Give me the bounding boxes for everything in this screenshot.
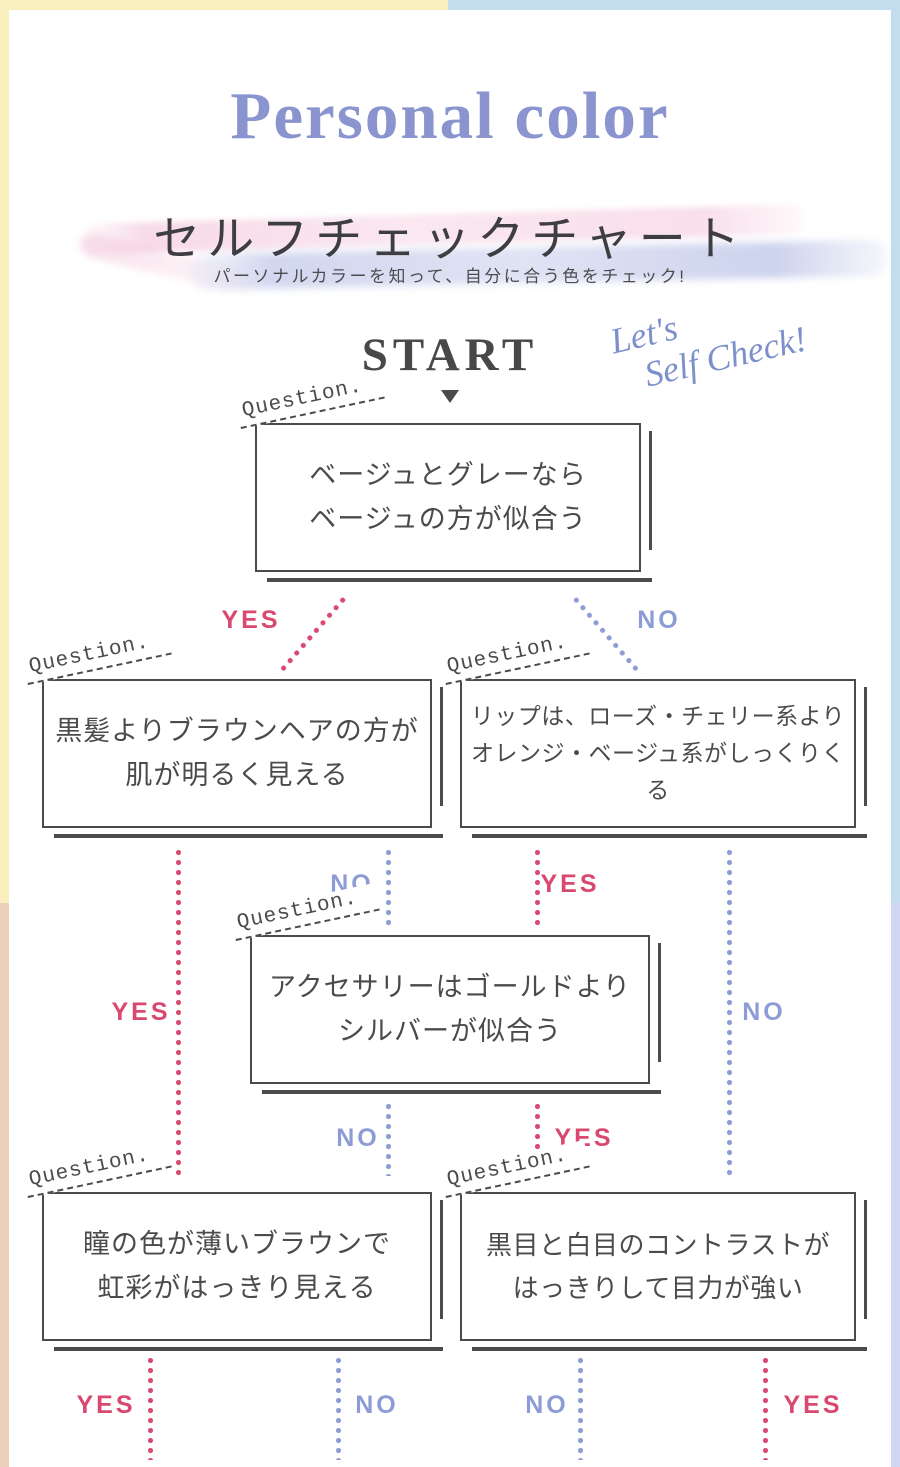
answer-label-no: NO [637,606,681,634]
start-label: START [361,329,539,381]
answer-label-yes: YES [783,1391,843,1419]
question-6-line2: はっきりして目力が強い [512,1272,804,1303]
question-label: Question. [22,626,173,685]
dotted-connector-pink-diagonal [276,596,347,676]
question-4-line1: アクセサリーはゴールドより [268,971,632,1002]
question-box-5: Question. 瞳の色が薄いブラウンで 虹彩がはっきり見える [22,1139,443,1351]
frame-strip-right-blue [891,0,900,902]
answer-label-no: NO [525,1391,569,1419]
question-3-line1: リップは、ローズ・チェリー系より [470,702,846,729]
down-arrow-icon [441,390,459,403]
question-5-line2: 虹彩がはっきり見える [97,1272,377,1303]
question-5-line1: 瞳の色が薄いブラウンで [83,1228,391,1259]
frame-strip-left-yellow [0,0,9,903]
question-label: Question. [440,1139,591,1198]
dotted-connector-pink-bottom-right [763,1358,768,1460]
dotted-connector-blue-inner-lower [386,1104,391,1176]
frame-strip-left-tan [0,903,9,1467]
answer-label-no: NO [336,1124,380,1152]
dotted-connector-blue-bottom-right [578,1358,583,1460]
dotted-connector-pink-inner-lower [535,1104,540,1176]
frame-strip-top-yellow [0,0,448,10]
page-title-japanese: セルフチェックチャート [153,212,747,265]
question-box-4: Question. アクセサリーはゴールドより シルバーが似合う [230,882,661,1094]
dotted-connector-pink-inner-upper [535,850,540,926]
question-3-line2: オレンジ・ベージュ系がしっくりくる [471,739,845,804]
answer-label-yes: YES [76,1391,136,1419]
frame-strip-top-blue [448,0,900,10]
dotted-connector-pink-bottom-left [148,1358,153,1460]
question-2-line2: 肌が明るく見える [125,759,349,790]
tagline: パーソナルカラーを知って、自分に合う色をチェック! [213,267,687,286]
question-1-line1: ベージュとグレーなら [309,459,587,490]
dotted-connector-pink-outer-left [176,850,181,1180]
question-1-line2: ベージュの方が似合う [309,503,587,534]
question-2-line1: 黒髪よりブラウンヘアの方が [55,715,419,746]
answer-label-no: NO [742,998,786,1026]
frame-strip-right-lavender [891,902,900,1467]
answer-label-yes: YES [111,998,171,1026]
question-label: Question. [230,882,381,941]
answer-label-yes: YES [540,870,600,898]
dotted-connector-blue-bottom-left [336,1358,341,1460]
question-label: Question. [440,626,591,685]
question-label: Question. [22,1139,173,1198]
question-box-6: Question. 黒目と白目のコントラストが はっきりして目力が強い [440,1139,867,1351]
question-6-line1: 黒目と白目のコントラストが [486,1230,830,1261]
page-title-english: Personal color [230,79,670,153]
question-box-2: Question. 黒髪よりブラウンヘアの方が 肌が明るく見える [22,626,443,838]
dotted-connector-blue-inner-upper [386,850,391,926]
question-box-3: Question. リップは、ローズ・チェリー系より オレンジ・ベージュ系がしっ… [440,626,867,838]
answer-label-yes: YES [221,606,281,634]
answer-label-no: NO [355,1391,399,1419]
question-box-1: Question. ベージュとグレーなら ベージュの方が似合う [235,370,652,582]
question-4-line2: シルバーが似合う [338,1015,562,1046]
dotted-connector-blue-outer-right [727,850,732,1180]
